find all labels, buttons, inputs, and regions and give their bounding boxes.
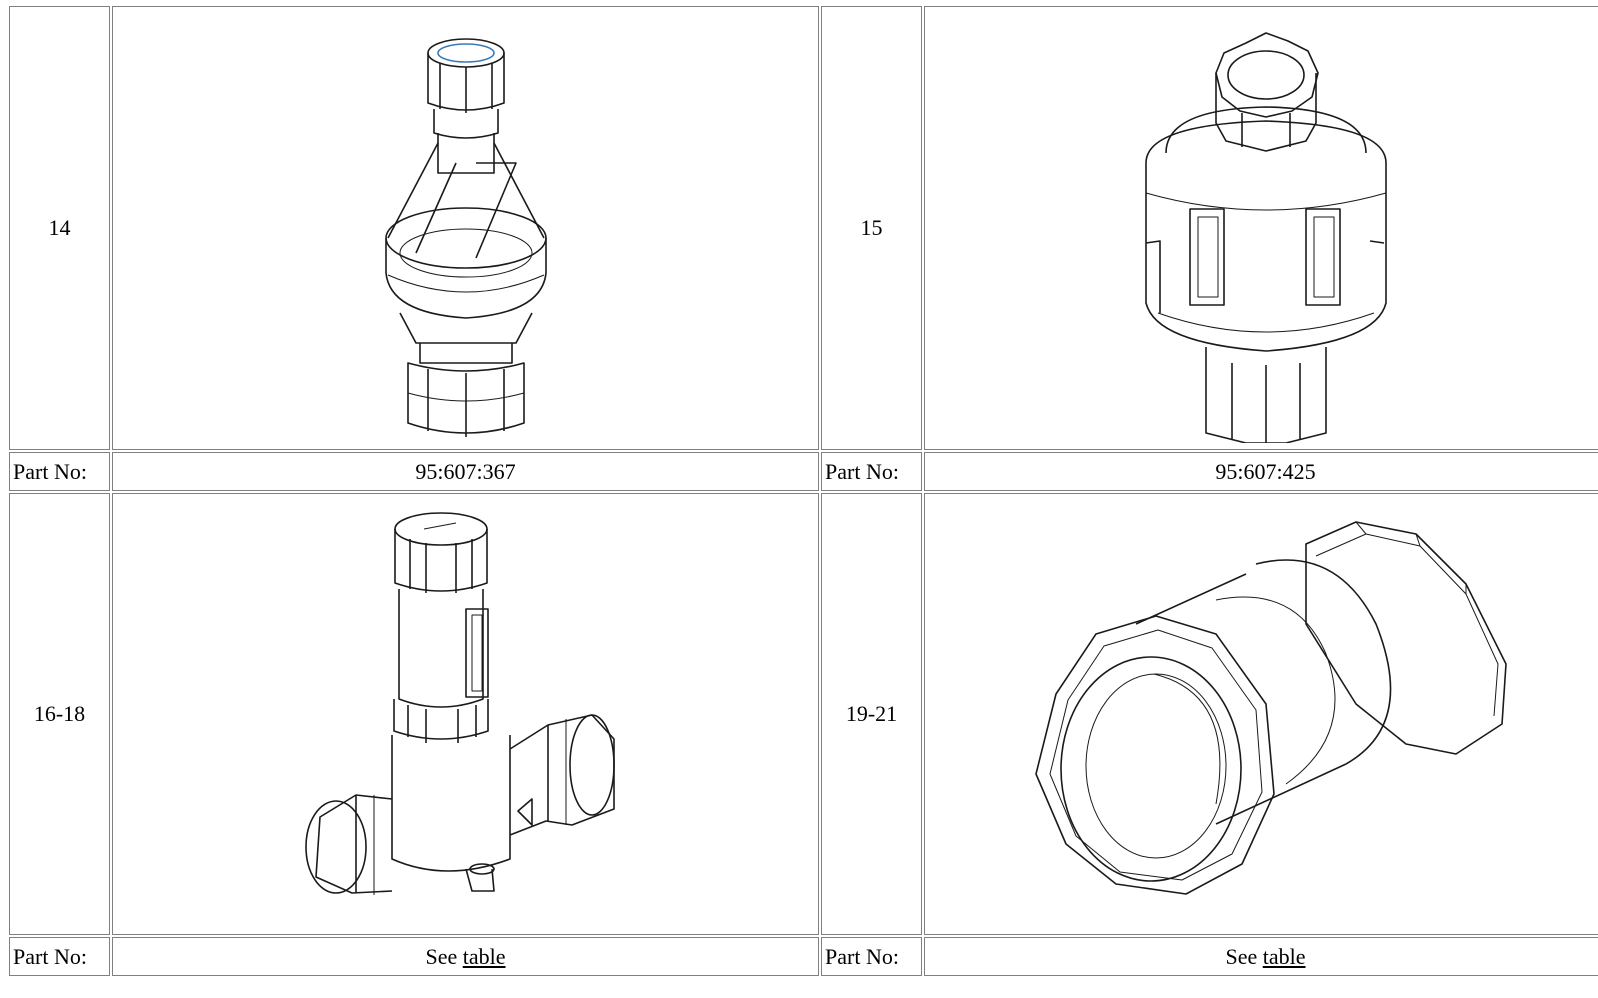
part-image-cell [924,6,1598,450]
item-number-cell: 14 [9,6,110,450]
part-no-value: See table [112,937,819,976]
part-no-value: 95:607:367 [112,452,819,491]
union-coupling-drawing [1034,521,1507,895]
part-image-cell [112,6,819,450]
part-no-label: Part No: [9,452,110,491]
table-row: 14 [9,6,1598,450]
item-number-cell: 15 [821,6,922,450]
table-link[interactable]: table [462,943,506,969]
parts-table: 14 [7,4,1598,978]
part-image-cell [924,493,1598,935]
part-no-label: Part No: [821,937,922,976]
coupling-nut-drawing [1144,32,1387,443]
pressure-reducing-valve-drawing [304,512,615,895]
part-no-label: Part No: [9,937,110,976]
part-no-label: Part No: [821,452,922,491]
item-number-cell: 16-18 [9,493,110,935]
table-link[interactable]: table [1262,943,1306,969]
part-no-value: See table [924,937,1598,976]
table-row: Part No: 95:607:367 Part No: 95:607:425 [9,452,1598,491]
table-row: Part No: See table Part No: See table [9,937,1598,976]
table-row: 16-18 [9,493,1598,935]
part-no-value: 95:607:425 [924,452,1598,491]
see-text: See [425,943,458,969]
check-valve-drawing [384,38,547,437]
part-image-cell [112,493,819,935]
item-number-cell: 19-21 [821,493,922,935]
see-text: See [1225,943,1258,969]
